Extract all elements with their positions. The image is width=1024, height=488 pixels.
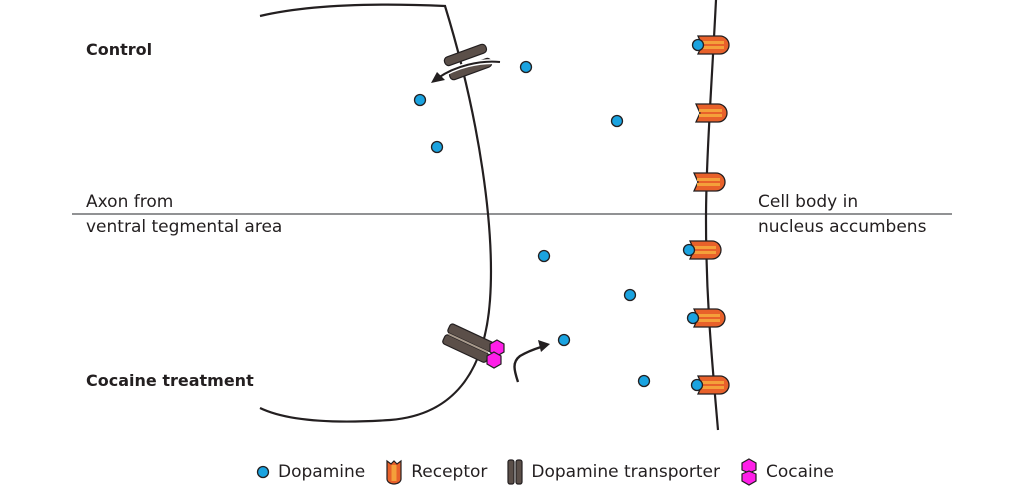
postsynaptic-membrane xyxy=(704,0,720,431)
legend-receptor: Receptor xyxy=(385,459,487,485)
label-cell-line2: nucleus accumbens xyxy=(758,217,927,237)
legend-label: Dopamine transporter xyxy=(531,462,721,482)
label-cell-line1: Cell body in xyxy=(758,192,859,212)
label-cocaine-treatment: Cocaine treatment xyxy=(86,371,254,390)
bound-dopamine xyxy=(686,311,700,325)
dopamine-dot xyxy=(623,288,637,302)
receptor-icon xyxy=(386,459,402,485)
legend-dopamine: Dopamine xyxy=(256,462,365,482)
dopamine-dot xyxy=(637,374,651,388)
legend-cocaine: Cocaine xyxy=(740,458,834,486)
dopamine-molecules xyxy=(413,60,651,388)
release-arrow-icon xyxy=(513,344,545,383)
cocaine-molecule xyxy=(486,339,505,369)
legend-label: Receptor xyxy=(411,462,488,482)
dopamine-dot xyxy=(557,333,571,347)
bound-dopamine xyxy=(690,378,704,392)
axon-membrane xyxy=(259,3,493,423)
bound-dopamine xyxy=(691,38,705,52)
legend-label: Dopamine xyxy=(278,462,366,482)
transporter-icon xyxy=(507,459,523,485)
label-axon-line1: Axon from xyxy=(86,192,174,212)
label-axon-line2: ventral tegmental area xyxy=(86,217,283,237)
dopamine-dot xyxy=(519,60,533,74)
legend-transporter: Dopamine transporter xyxy=(507,459,720,485)
cocaine-icon xyxy=(741,458,757,486)
dopamine-dot xyxy=(537,249,551,263)
receptor-empty xyxy=(694,102,729,124)
release-arrowhead-icon xyxy=(538,340,550,352)
dopamine-icon xyxy=(256,465,270,479)
dopamine-dot xyxy=(610,114,624,128)
legend-label: Cocaine xyxy=(766,462,835,482)
bound-dopamine xyxy=(682,243,696,257)
label-control: Control xyxy=(86,40,153,59)
receptor-empty xyxy=(692,171,727,193)
dopamine-dot xyxy=(413,93,427,107)
reuptake-arrowhead-icon xyxy=(431,72,445,83)
legend: Dopamine Receptor Dopamine transporter C… xyxy=(256,458,854,486)
dopamine-dot xyxy=(430,140,444,154)
